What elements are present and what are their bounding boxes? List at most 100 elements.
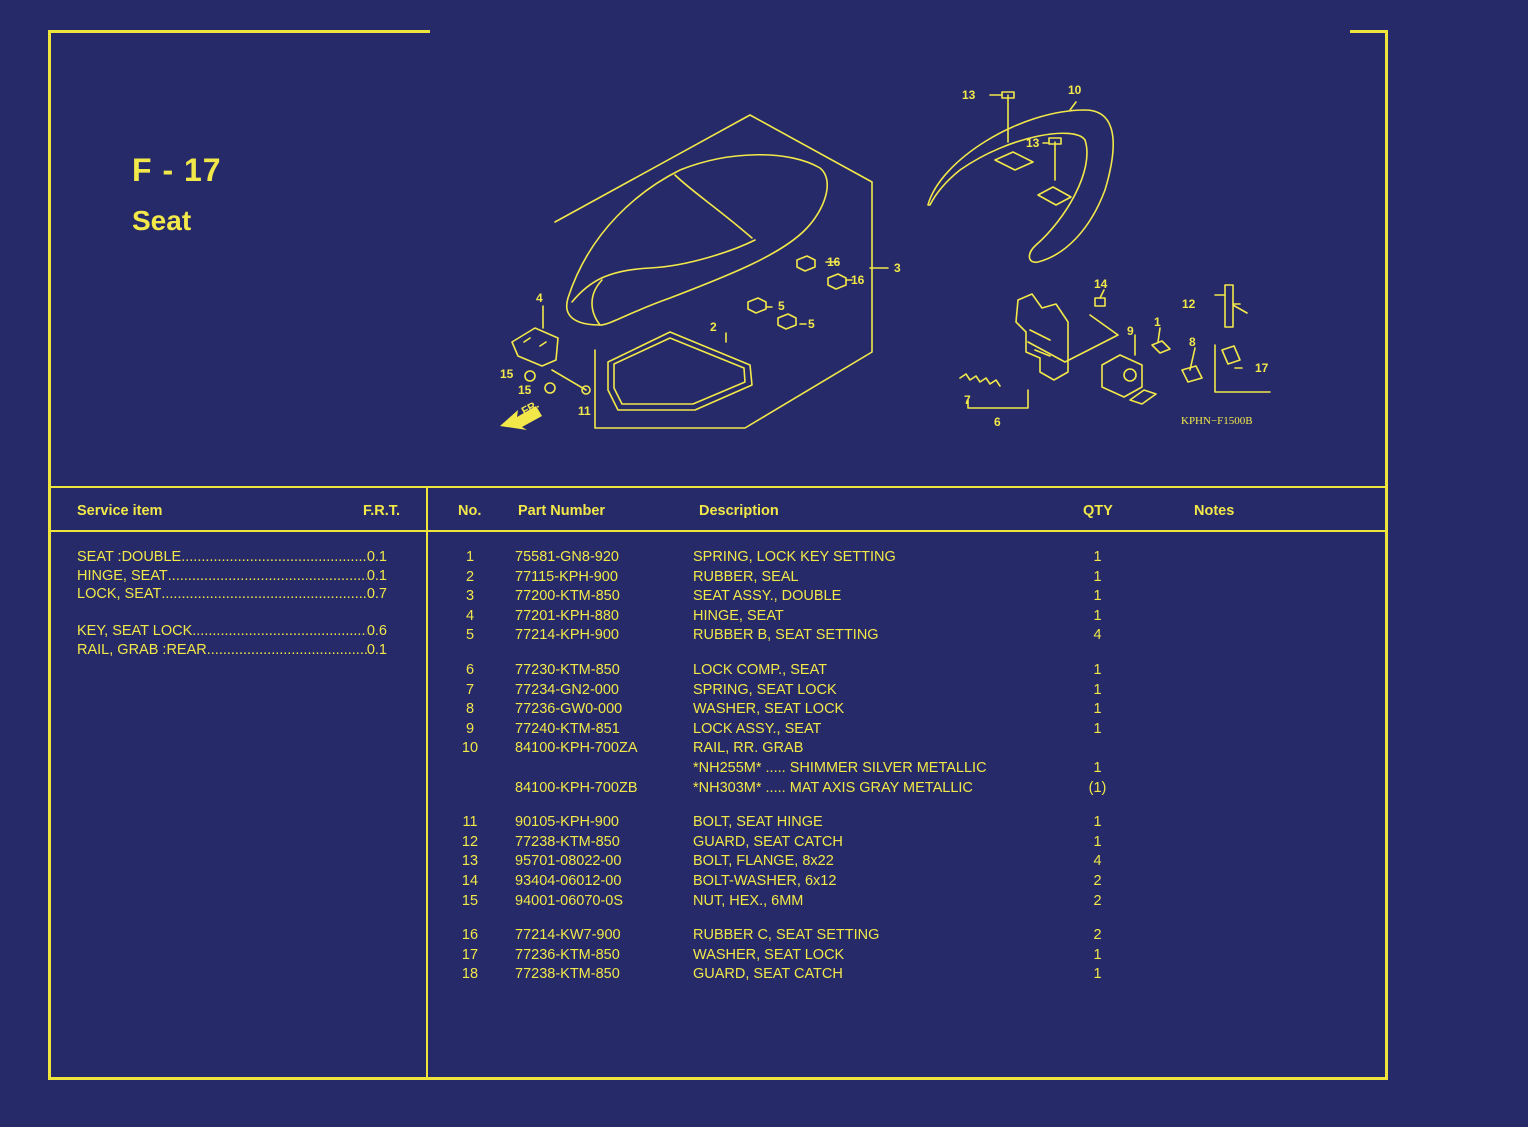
seat-body [565, 153, 829, 326]
lock-washer [1181, 365, 1203, 383]
part-no: 9 [465, 720, 475, 737]
front-arrow-icon [500, 406, 542, 430]
hinge-bolt [551, 369, 587, 391]
header-notes: Notes [1194, 503, 1235, 519]
part-number: 77238-KTM-850 [515, 966, 620, 983]
part-qty: 1 [1093, 588, 1102, 605]
part-number: 77214-KPH-900 [515, 627, 619, 644]
part-description: RUBBER C, SEAT SETTING [693, 927, 880, 944]
callout-11: 11 [578, 404, 591, 418]
service-item-frt: 0.1 [366, 641, 387, 658]
callout-1: 1 [1154, 315, 1161, 329]
rubber-b-icon [747, 297, 767, 314]
nut-icon [524, 370, 536, 382]
callout-15: 15 [500, 367, 514, 381]
service-item-frt: 0.6 [366, 623, 387, 640]
part-no: 3 [465, 588, 475, 605]
part-number: 77200-KTM-850 [515, 588, 620, 605]
service-item-row: KEY, SEAT LOCK0.6 [77, 622, 387, 641]
part-description: BOLT, FLANGE, 8x22 [693, 853, 834, 870]
parts-row: 8 77236-GW0-000 WASHER, SEAT LOCK 1 [440, 700, 1200, 720]
service-item-row: HINGE, SEAT 0.1 [77, 567, 387, 586]
lock-group-outline [1027, 314, 1119, 363]
part-no: 1 [465, 549, 475, 565]
rubber-c-icon [796, 255, 816, 272]
part-number: 77230-KTM-850 [515, 661, 620, 678]
part-description: GUARD, SEAT CATCH [693, 833, 843, 850]
part-qty: 1 [1093, 681, 1102, 698]
service-item-frt: 0.7 [366, 586, 387, 603]
header-frt: F.R.T. [363, 503, 401, 519]
part-qty: 2 [1093, 892, 1102, 909]
part-no: 13 [461, 853, 479, 870]
service-item-name: RAIL, GRAB :REAR [77, 641, 207, 658]
service-item-row: SEAT :DOUBLE 0.1 [77, 548, 387, 567]
callout-16: 16 [827, 255, 841, 269]
parts-row: 3 77200-KTM-850 SEAT ASSY., DOUBLE 1 [440, 587, 1200, 607]
callout-3: 3 [894, 261, 901, 275]
callout-6: 6 [994, 415, 1001, 429]
part-description: BOLT, SEAT HINGE [693, 814, 823, 831]
section-title: Seat [132, 205, 192, 236]
part-no: 16 [461, 927, 479, 944]
service-item-name: LOCK, SEAT [77, 586, 162, 603]
lock-washer-17 [1221, 345, 1241, 365]
callout-5: 5 [778, 299, 785, 313]
part-qty: 1 [1093, 814, 1102, 831]
part-no: 5 [465, 627, 475, 644]
seat-hinge [511, 327, 559, 367]
service-item-name: SEAT :DOUBLE [77, 549, 182, 565]
callout-4: 4 [536, 291, 543, 305]
part-number: 77201-KPH-880 [515, 607, 619, 624]
part-description: WASHER, SEAT LOCK [693, 946, 845, 963]
part-number: 77236-GW0-000 [515, 701, 623, 718]
part-qty: 1 [1093, 701, 1102, 718]
bolt-washer-icon [1094, 297, 1106, 307]
rubber-b-icon [777, 313, 797, 330]
service-item-row: LOCK, SEAT 0.7 [77, 585, 387, 604]
header-service-item: Service item [77, 503, 163, 519]
callout-12: 12 [1182, 297, 1196, 311]
callout-13: 13 [1026, 136, 1040, 150]
service-item-frt: 0.1 [366, 549, 387, 565]
part-description: WASHER, SEAT LOCK [693, 701, 845, 718]
part-qty: 2 [1093, 872, 1102, 889]
part-no: 14 [461, 872, 479, 889]
seal-rubber [607, 331, 753, 411]
part-description: HINGE, SEAT [693, 607, 784, 624]
diagram-code: KPHN−F1500B [1181, 415, 1253, 427]
callout-15: 15 [518, 383, 532, 397]
seat-group-outline [554, 114, 873, 429]
part-description: RUBBER, SEAL [693, 568, 799, 585]
part-number: 94001-06070-0S [515, 892, 624, 909]
header-part-number: Part Number [518, 503, 606, 519]
part-number: 90105-KPH-900 [515, 814, 619, 831]
part-no: 10 [461, 740, 479, 757]
callout-16: 16 [851, 273, 865, 287]
callout-14: 14 [1094, 277, 1108, 291]
callout-2: 2 [710, 320, 717, 334]
callout-9: 9 [1127, 324, 1134, 338]
part-qty: 4 [1093, 853, 1102, 870]
part-no: 2 [465, 568, 475, 585]
part-no: 12 [461, 833, 479, 850]
part-description: LOCK COMP., SEAT [693, 661, 828, 678]
part-description: SPRING, LOCK KEY SETTING [693, 549, 896, 565]
part-number: 77240-KTM-851 [515, 720, 620, 737]
part-number: 75581-GN8-920 [515, 549, 619, 565]
part-description: GUARD, SEAT CATCH [693, 966, 843, 983]
part-number: 84100-KPH-700ZA [515, 740, 638, 757]
header-no: No. [458, 503, 482, 519]
part-description: SEAT ASSY., DOUBLE [693, 588, 842, 605]
part-no: 8 [465, 701, 475, 718]
